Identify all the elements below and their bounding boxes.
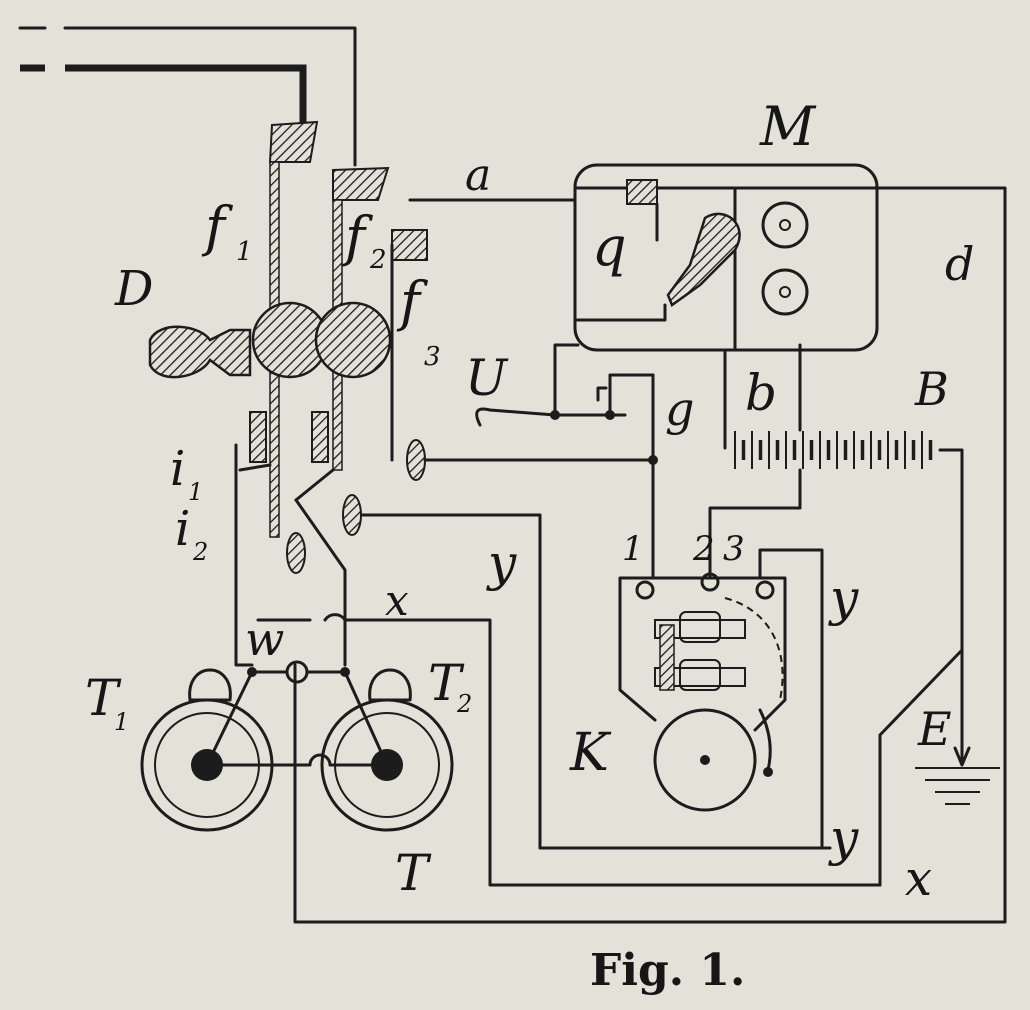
apparatus-box-m xyxy=(573,163,882,352)
bell-gong xyxy=(653,708,757,812)
label-f1: f xyxy=(201,195,233,258)
key-u xyxy=(475,386,627,427)
label-t2: T xyxy=(428,654,465,712)
label-g: g xyxy=(665,382,694,436)
label-f2-sub: 2 xyxy=(369,245,387,275)
label-f3: f xyxy=(396,270,428,333)
terminal-block-f1 xyxy=(268,120,319,163)
wiring xyxy=(234,186,1007,924)
terminal-block-f2 xyxy=(332,166,390,201)
label-q: q xyxy=(592,215,627,278)
contact-q-block xyxy=(626,179,658,205)
label-t2-sub: 2 xyxy=(456,690,472,718)
line-wires xyxy=(18,26,357,167)
label-i2: i xyxy=(175,501,190,557)
terminal-1 xyxy=(635,580,655,600)
contact-f1-lower xyxy=(286,532,306,574)
contact-f2-lower xyxy=(342,494,362,536)
label-y-left: y xyxy=(486,534,517,592)
label-a: a xyxy=(465,150,491,201)
terminal-3 xyxy=(755,580,775,600)
label-t1: T xyxy=(85,669,122,727)
lever-icon xyxy=(666,212,741,307)
earth-e xyxy=(915,746,1000,805)
label-m: M xyxy=(759,95,817,158)
label-w: w xyxy=(245,612,284,666)
hook-lever-icon xyxy=(148,325,252,379)
hook-cam-right xyxy=(314,301,392,379)
bell-k xyxy=(618,572,787,812)
battery-b xyxy=(734,431,933,469)
label-d: d xyxy=(945,237,974,291)
label-i1-sub: 1 xyxy=(188,478,203,506)
label-f3-sub: 3 xyxy=(424,342,441,372)
coil-bottom xyxy=(761,268,809,316)
label-k: K xyxy=(569,723,612,783)
label-d-hook: D xyxy=(114,261,153,317)
labels: M a q d D f 1 f 2 f 3 U g b B i 1 i 2 y … xyxy=(85,95,974,996)
label-terminal-1: 1 xyxy=(622,529,644,569)
label-battery: B xyxy=(914,362,949,416)
label-i2-sub: 2 xyxy=(192,538,208,566)
label-x-low: x xyxy=(905,851,932,907)
label-y-right: y xyxy=(828,569,859,627)
receivers xyxy=(140,660,454,832)
contact-f3 xyxy=(406,439,426,481)
label-t: T xyxy=(395,844,432,902)
label-f1-sub: 1 xyxy=(236,237,253,267)
terminal-2 xyxy=(700,572,720,592)
label-i1: i xyxy=(170,441,185,497)
label-t1-sub: 1 xyxy=(114,708,129,736)
label-f2: f xyxy=(341,205,373,268)
label-terminal-2: 2 xyxy=(692,529,715,569)
label-b: b xyxy=(745,364,777,422)
figure-caption: Fig. 1. xyxy=(590,945,745,996)
label-e: E xyxy=(917,702,952,756)
label-x-mid: x xyxy=(385,576,409,625)
coil-top xyxy=(761,201,809,249)
switch-hook-assembly xyxy=(148,120,577,574)
label-u: U xyxy=(465,349,509,407)
label-y-low: y xyxy=(828,809,859,867)
terminal-block-f3 xyxy=(391,229,428,261)
label-terminal-3: 3 xyxy=(723,529,745,569)
